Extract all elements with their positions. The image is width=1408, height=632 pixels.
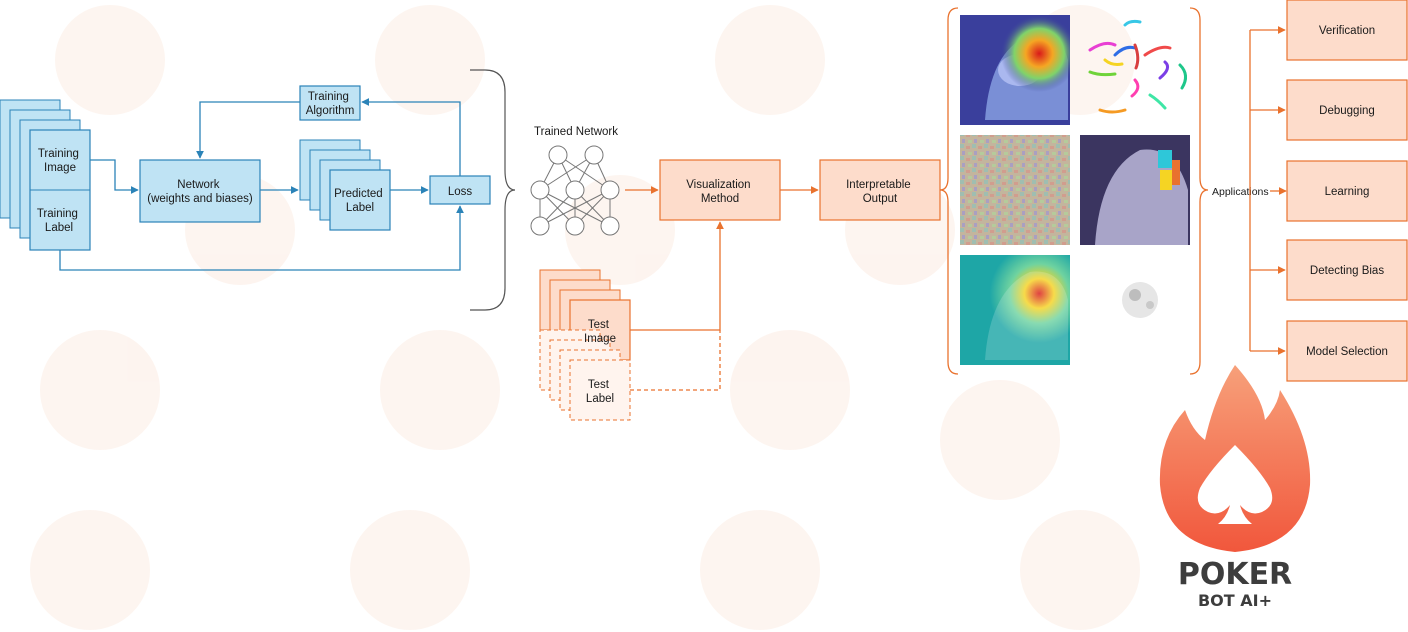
training-brace — [470, 69, 516, 311]
spade-icon — [1197, 445, 1273, 524]
pipeline-connectors — [625, 186, 819, 391]
training-label-label: Training Label — [37, 208, 81, 234]
visualization-method-box — [659, 159, 781, 221]
interpretable-output-label: Interpretable Output — [846, 179, 914, 205]
application-box-debugging: Debugging — [1286, 79, 1408, 141]
network-box — [139, 159, 261, 223]
interpretable-output-box — [819, 159, 941, 221]
brand-line2: BOT AI+ — [1198, 591, 1272, 610]
application-box-verification: Verification — [1286, 0, 1408, 61]
output-image-segmentation — [1080, 135, 1190, 245]
application-box-detecting-bias: Detecting Bias — [1286, 239, 1408, 301]
trained-network-caption: Trained Network — [534, 126, 618, 138]
application-label-verification: Verification — [1319, 25, 1375, 37]
application-label-detecting-bias: Detecting Bias — [1310, 265, 1384, 277]
predicted-label-label: Predicted Label — [334, 188, 386, 214]
output-left-brace — [939, 7, 959, 375]
test-label-stack — [539, 329, 631, 421]
output-image-adversarial-noise — [960, 135, 1070, 245]
applications-connectors — [1249, 26, 1287, 355]
loss-label: Loss — [448, 186, 473, 198]
brand-line1: POKER — [1178, 557, 1292, 592]
training-image-label: Training Image — [38, 148, 82, 174]
applications-caption: Applications — [1212, 186, 1269, 198]
application-label-model-selection: Model Selection — [1306, 346, 1388, 358]
training-algorithm-box — [299, 85, 361, 121]
visualization-method-label: Visualization Method — [686, 179, 754, 205]
network-label: Network (weights and biases) — [147, 179, 253, 205]
output-image-tsne-clusters — [1088, 19, 1187, 114]
output-right-brace — [1189, 7, 1209, 375]
output-image-saliency — [1122, 282, 1158, 318]
application-label-debugging: Debugging — [1319, 105, 1375, 117]
output-image-gradcam-2 — [960, 255, 1070, 365]
predicted-label-stack — [299, 139, 391, 231]
output-image-gradcam-1 — [960, 15, 1070, 125]
application-label-learning: Learning — [1325, 186, 1370, 198]
application-box-learning: Learning — [1286, 160, 1408, 222]
trained-network-icon — [530, 145, 620, 236]
test-image-label: Test Image — [584, 319, 616, 345]
application-box-model-selection: Model Selection — [1286, 320, 1408, 382]
training-connectors — [59, 98, 464, 271]
training-image-stack — [0, 99, 91, 251]
brand-logo: POKER BOT AI+ — [1159, 365, 1311, 610]
test-label-label: Test Label — [586, 379, 614, 405]
loss-box — [429, 175, 491, 205]
training-algorithm-label: Training Algorithm — [306, 91, 355, 117]
